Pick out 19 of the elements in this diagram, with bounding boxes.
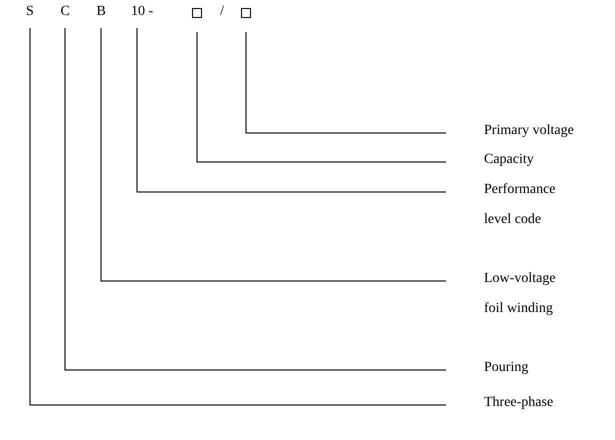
leader-line [136, 28, 446, 192]
leader-line [196, 32, 446, 162]
code-letter: S [26, 3, 34, 21]
description-text: Primary voltage [446, 116, 574, 146]
leader-line [64, 28, 446, 370]
description-text: Performance level code [446, 175, 562, 234]
description-text: Low-voltage foil winding [446, 264, 562, 323]
leader-line [100, 28, 446, 282]
description-text: Three-phase [446, 388, 562, 418]
code-letter: B [96, 3, 106, 21]
description-text: Pouring [446, 353, 562, 382]
leader-line [30, 28, 446, 406]
blank-box [192, 8, 202, 18]
blank-box [241, 8, 251, 18]
code-letter: C [60, 3, 70, 21]
separator-slash: / [220, 3, 224, 21]
code-letter: 10 - [131, 3, 154, 21]
description-text: Capacity [446, 145, 562, 174]
leader-line [246, 32, 446, 134]
